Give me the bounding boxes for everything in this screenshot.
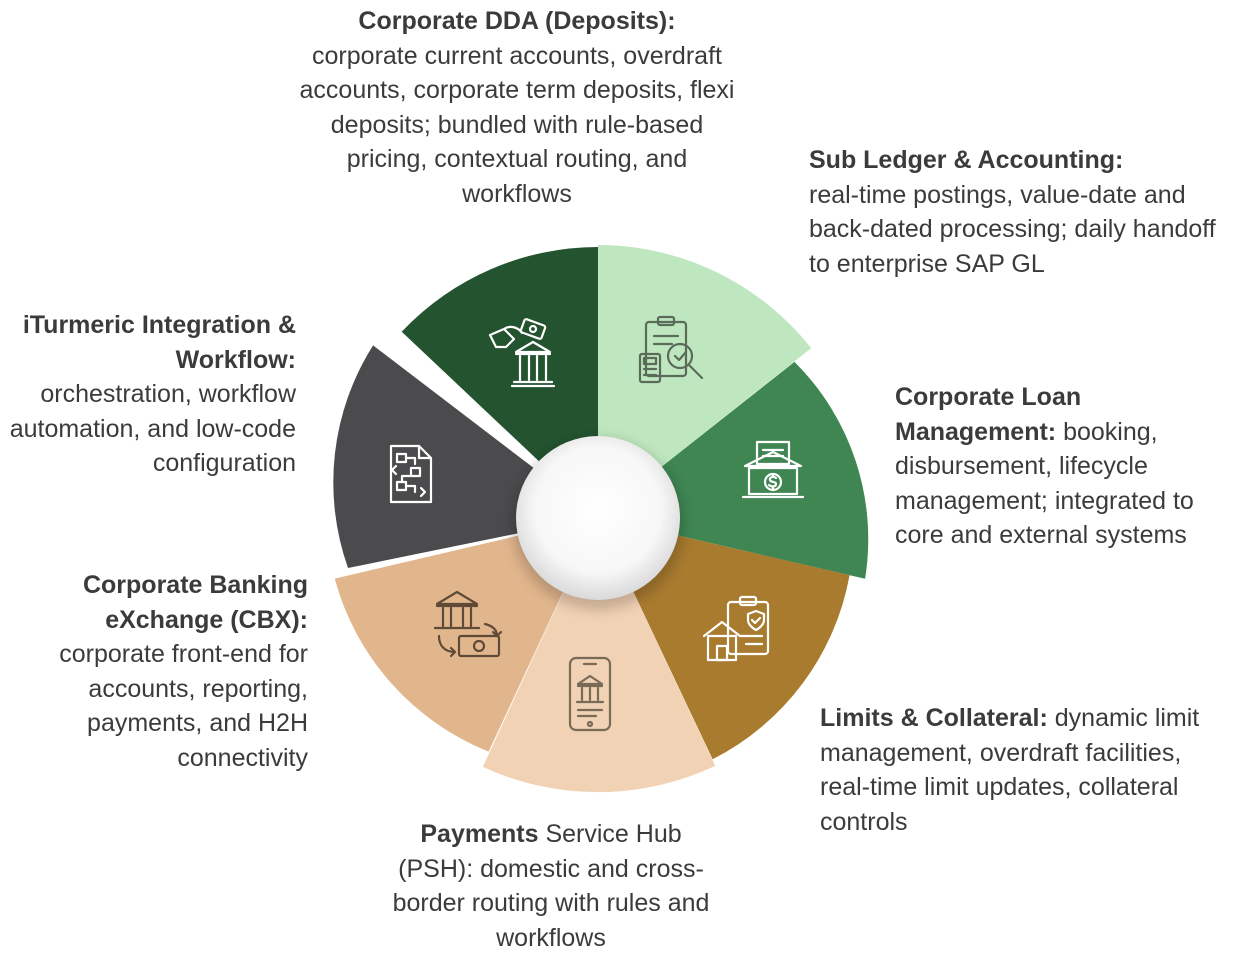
callout-body: corporate current accounts, overdraft ac… [299,41,735,208]
segment-sub-ledger [598,245,812,517]
callout-body: dynamic limit management, overdraft faci… [820,704,1200,836]
clipboard-calculator-search-icon [638,315,704,384]
callout-body: orchestration, workflow automation, and … [9,380,296,477]
house-clipboard-shield-icon [702,595,770,662]
callout-title: Limits & Collateral: [820,704,1048,732]
segment-corporate-dda [401,247,598,517]
callout-title: Sub Ledger & Accounting: [809,146,1124,174]
bank-cash-exchange-icon [433,590,503,658]
callout-body: real-time postings, value-date and back-… [809,180,1216,278]
callout-title: Corporate Banking eXchange (CBX): [82,571,308,634]
callout-title: Payments [420,820,539,848]
callout-cbx: Corporate Banking eXchange (CBX): corpor… [8,568,308,775]
callout-corporate-dda: Corporate DDA (Deposits): corporate curr… [296,4,738,211]
workflow-document-icon [389,444,433,504]
callout-body: Service Hub (PSH): domestic and cross-bo… [392,820,710,952]
callout-payments: Payments Service Hub (PSH): domestic and… [386,817,716,955]
callout-limits-collateral: Limits & Collateral: dynamic limit manag… [820,701,1200,839]
mobile-bank-icon [568,656,612,732]
segment-payments [482,517,716,793]
callout-corporate-loan: Corporate Loan Management: booking, disb… [895,380,1235,553]
bank-document-dollar-icon [741,440,805,499]
callout-title: iTurmeric Integration & Workflow: [22,311,296,374]
callout-sub-ledger: Sub Ledger & Accounting: real-time posti… [809,143,1231,281]
callout-title: Corporate Loan Management: [895,383,1082,446]
callout-body: booking, disbursement, lifecycle managem… [895,417,1194,550]
callout-body: corporate front-end for accounts, report… [59,640,308,772]
callout-iturmeric: iTurmeric Integration & Workflow: orches… [4,308,296,481]
center-hub [516,436,680,600]
hand-bank-money-icon [488,318,556,388]
callout-title: Corporate DDA (Deposits): [358,7,676,35]
